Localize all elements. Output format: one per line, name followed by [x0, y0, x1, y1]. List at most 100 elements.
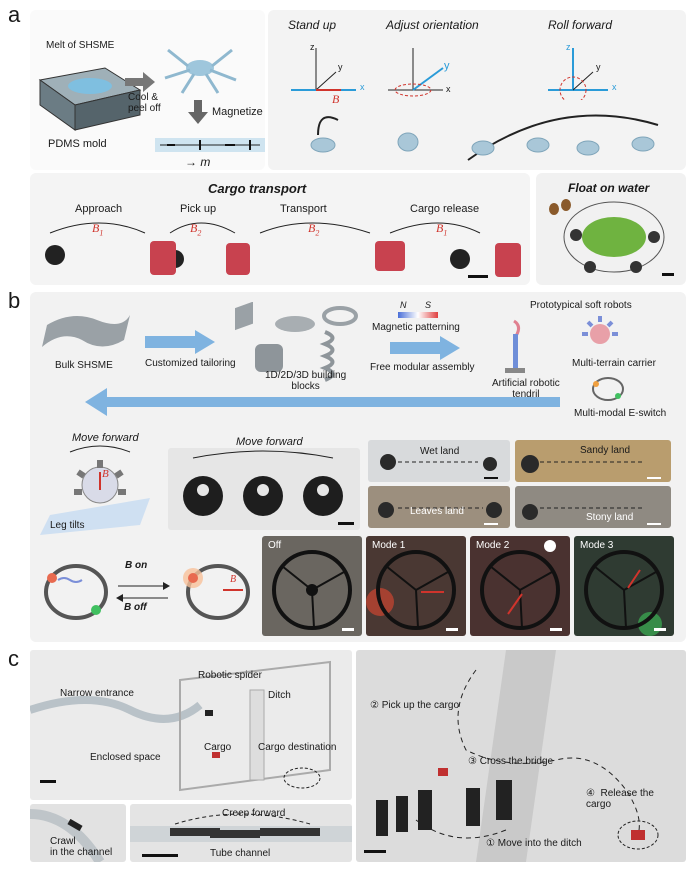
mode-2-photo: Mode 2 — [470, 536, 570, 636]
magnetic-gradient-bar — [398, 312, 438, 318]
eswitch-label: Multi-modal E-switch — [574, 408, 667, 419]
step-1-label: ① Move into the ditch — [486, 838, 582, 849]
mode-3-photo: Mode 3 — [574, 536, 674, 636]
enclosed-label: Enclosed space — [90, 752, 161, 763]
field-b2-pickup: B2 — [190, 221, 201, 237]
release-label: Cargo release — [410, 203, 480, 215]
axes-stand-up — [291, 48, 356, 91]
mode-off-photo: Off — [262, 536, 362, 636]
creep-label: Creep forward — [222, 808, 286, 819]
arrow-down-icon — [188, 100, 208, 124]
b-off-label: B off — [124, 602, 147, 613]
leg-tilts-label: Leg tilts — [50, 520, 85, 531]
narrow-entrance-label: Narrow entrance — [60, 688, 134, 699]
pdms-mold-drawing — [38, 67, 142, 131]
spider-top-drawing — [164, 48, 237, 94]
tendril-drawing — [505, 319, 525, 373]
move-forward-label-2: Move forward — [236, 436, 303, 448]
cool-peel-label: Cool & peel off — [128, 92, 161, 114]
eswitch-schematic — [44, 564, 250, 620]
motion-box: Stand up Adjust orientation Roll forward… — [268, 10, 686, 170]
leaves-land-photo — [368, 486, 510, 528]
n-label: N — [400, 300, 407, 310]
magnetization-label: → m — [185, 155, 211, 169]
tendril-label: Artificial robotic tendril — [492, 378, 560, 400]
assembly-arrow-icon — [390, 336, 460, 360]
field-b1-release: B1 — [436, 221, 447, 237]
axes-roll — [548, 48, 608, 100]
tube-label: Tube channel — [210, 848, 271, 859]
pickup-label: Pick up — [180, 203, 217, 215]
tailor-arrow-icon — [145, 330, 215, 354]
roll-title: Roll forward — [548, 18, 613, 32]
carrier-photo-sequence — [168, 448, 360, 530]
b1-subscript: 1 — [99, 228, 104, 238]
tailoring-label: Customized tailoring — [145, 358, 236, 369]
stony-land-photo — [515, 486, 671, 528]
b2-subscript: 2 — [315, 228, 320, 238]
b1-symbol: B — [92, 221, 100, 235]
assembly-label: Free modular assembly — [370, 362, 475, 373]
carrier-b-label: B — [102, 468, 109, 480]
axis-y-1: y — [338, 62, 343, 72]
panel-b-letter: b — [8, 288, 21, 313]
bulk-shsme-drawing — [42, 315, 130, 347]
m-symbol: m — [200, 155, 211, 169]
arrow-right-icon — [125, 72, 155, 92]
stand-up-title: Stand up — [288, 18, 337, 32]
float-box: Float on water — [536, 173, 686, 285]
step-2-label: ② Pick up the cargo — [370, 700, 460, 711]
field-b1-approach: B1 — [92, 221, 103, 237]
magnetize-label: Magnetize — [212, 106, 263, 118]
cargo-transport-box: Cargo transport Approach Pick up Transpo… — [30, 173, 530, 285]
move-forward-label-1: Move forward — [72, 432, 139, 444]
axes-adjust — [388, 48, 444, 97]
melt-label: Melt of SHSME — [46, 40, 115, 51]
stony-land-label: Stony land — [586, 512, 634, 523]
axis-z-3: z — [566, 42, 571, 52]
mold-label: PDMS mold — [48, 138, 107, 150]
float-photo — [549, 199, 674, 276]
mode-off-label: Off — [268, 540, 282, 551]
field-b-1: B — [332, 92, 340, 106]
b2-subscript: 2 — [197, 228, 202, 238]
carrier-label: Multi-terrain carrier — [572, 358, 656, 369]
s-label: S — [425, 300, 432, 310]
b2-symbol: B — [190, 221, 198, 235]
eswitch-b-label: B — [230, 574, 237, 585]
float-title: Float on water — [568, 181, 650, 195]
b-on-label: B on — [125, 560, 148, 571]
spider-label: Robotic spider — [198, 670, 262, 681]
wet-land-label: Wet land — [420, 446, 460, 457]
magnetized-strip-drawing — [155, 138, 265, 152]
transport-label: Transport — [280, 203, 327, 215]
cargo-photos — [45, 241, 521, 278]
axis-y-3: y — [596, 62, 601, 72]
blocks-label: 1D/2D/3D building blocks — [265, 370, 347, 392]
ditch-task-photo — [356, 650, 686, 862]
tube-channel-photo — [130, 804, 352, 862]
field-b2-transport: B2 — [308, 221, 319, 237]
adjust-title: Adjust orientation — [386, 18, 479, 32]
return-arrow-icon — [85, 388, 560, 416]
crawl-channel-photo — [30, 804, 126, 862]
spider-motion-sequence — [310, 114, 659, 161]
crawl-label: Crawl in the channel — [50, 836, 113, 858]
mode-3-label: Mode 3 — [580, 540, 614, 551]
mode-1-photo: Mode 1 — [366, 536, 466, 636]
axis-z-1: z — [310, 42, 315, 52]
mag-pattern-label: Magnetic patterning — [372, 322, 460, 333]
axis-y-2: y — [444, 60, 450, 72]
approach-label: Approach — [75, 203, 123, 215]
bulk-label: Bulk SHSME — [55, 360, 113, 371]
axis-x-2: x — [446, 84, 451, 94]
wet-land-photo — [368, 440, 510, 482]
step-4-label: ④ Release the cargo — [586, 788, 654, 810]
axis-x-3: x — [612, 82, 617, 92]
sandy-land-photo — [515, 440, 671, 482]
building-blocks-drawing — [235, 302, 358, 382]
step-3-label: ③ Cross the bridge — [468, 756, 554, 767]
panel-c-letter: c — [8, 646, 19, 671]
leaves-land-label: Leaves land — [410, 506, 464, 517]
carrier-schematic — [40, 445, 150, 535]
